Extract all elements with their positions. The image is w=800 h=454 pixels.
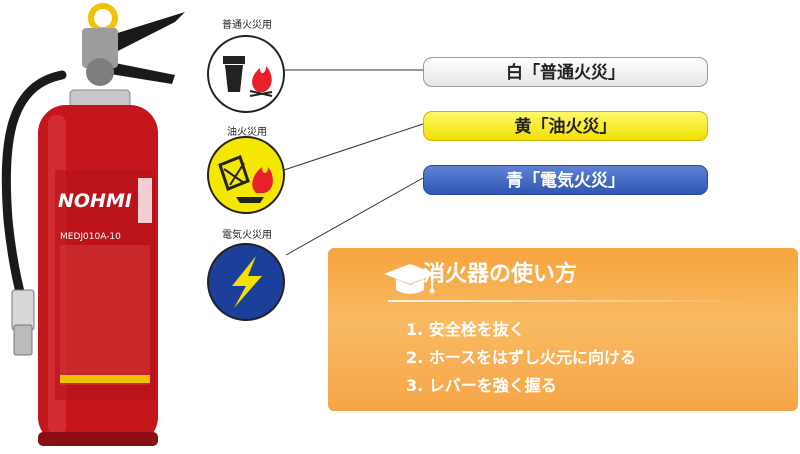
electrical-fire-pill: 青「電気火災」 [423,165,708,195]
howto-step: 2. ホースをはずし火元に向ける [406,348,636,367]
oil-fire-label: 油火災用 [227,127,267,138]
howto-title: 消火器の使い方 [423,262,578,287]
ordinary-fire-icon [207,35,285,113]
graduation-cap-icon [384,264,436,294]
fire-extinguisher-illustration [1,3,185,446]
howto-divider [388,300,748,302]
howto-step: 1. 安全栓を抜く [406,320,525,339]
oil-fire-pill: 黄「油火災」 [423,111,708,141]
ordinary-fire-label: 普通火災用 [222,20,272,31]
electrical-fire-icon [207,243,285,321]
ordinary-fire-pill: 白「普通火災」 [423,57,708,87]
howto-step: 3. レバーを強く握る [406,376,557,395]
extinguisher-brand: NOHMI [58,190,132,212]
howto-steps: 1. 安全栓を抜く 2. ホースをはずし火元に向ける 3. レバーを強く握る [406,316,636,400]
electrical-fire-label: 電気火災用 [222,230,272,241]
howto-panel: 消火器の使い方 1. 安全栓を抜く 2. ホースをはずし火元に向ける 3. レバ… [328,248,798,411]
extinguisher-model: MEDJ010A-10 [60,232,121,242]
oil-fire-icon [207,136,285,214]
